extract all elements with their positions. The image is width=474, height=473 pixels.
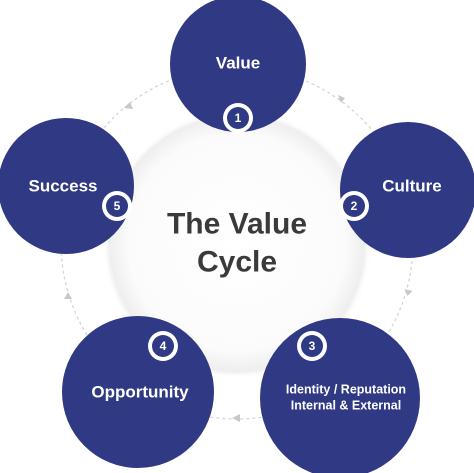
- stage-label-opportunity: Opportunity: [91, 382, 189, 402]
- badge-number-4: 4: [159, 339, 167, 353]
- badge-3: [297, 331, 327, 361]
- arrow-icon: [64, 292, 72, 299]
- stage-circle-culture: [340, 122, 474, 258]
- stage-label-identity: Identity / Reputation Internal & Externa…: [286, 382, 406, 413]
- arrow-icon: [232, 414, 240, 422]
- arrow-icon: [404, 289, 413, 296]
- arrow-icon: [124, 102, 133, 109]
- stage-label-culture: Culture: [382, 176, 442, 196]
- center-title: The Value Cycle: [167, 206, 307, 281]
- badge-number-5: 5: [113, 199, 121, 213]
- stage-label-identity-line1: Identity / Reputation: [285, 382, 407, 397]
- badge-number-2: 2: [350, 199, 358, 213]
- badge-5: [102, 191, 132, 221]
- stage-label-identity-line2: Internal & External: [290, 398, 402, 412]
- badge-4: [148, 331, 178, 361]
- stage-circle-identity: [260, 318, 420, 473]
- stage-circle-opportunity: [62, 316, 214, 468]
- badge-number-1: 1: [234, 111, 242, 125]
- center-circle: [109, 115, 365, 371]
- stage-label-success: Success: [28, 176, 98, 196]
- badge-number-3: 3: [308, 339, 316, 353]
- center-title-line2: Cycle: [196, 245, 278, 278]
- stage-circle-value: [170, 0, 306, 132]
- stage-circle-success: [0, 118, 134, 254]
- badge-2: [339, 191, 369, 221]
- arrow-icon: [338, 95, 345, 103]
- badge-1: [223, 103, 253, 133]
- stage-label-value: Value: [215, 53, 261, 73]
- center-title-line1: The Value: [166, 207, 308, 241]
